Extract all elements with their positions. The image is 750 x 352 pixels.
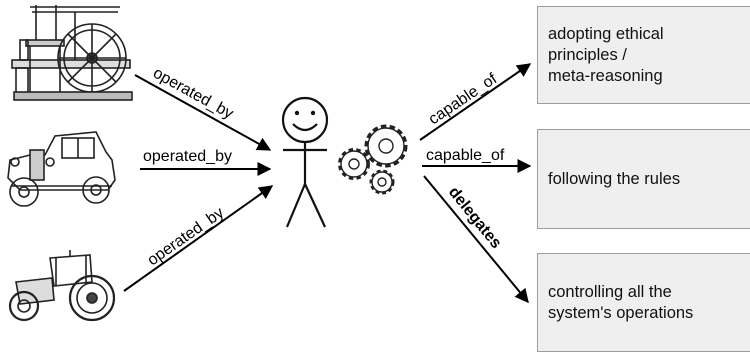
edge-arrows (123, 63, 532, 304)
stick-figure-icon (281, 96, 329, 228)
arrow-operated-by-bottom (123, 185, 274, 292)
edge-label-operated-by-top: operated_by (150, 65, 236, 123)
box-ethical-principles: adopting ethical principles / meta-reaso… (537, 6, 750, 104)
edge-label-delegates: delegates (445, 184, 505, 252)
box-following-rules: following the rules (537, 129, 750, 229)
gears-icon (338, 124, 408, 195)
box-ethical-principles-text: adopting ethical principles / meta-reaso… (548, 24, 664, 85)
tractor-icon (8, 250, 116, 322)
box-controlling-operations: controlling all the system's operations (537, 253, 750, 352)
box-controlling-operations-text: controlling all the system's operations (548, 282, 694, 322)
edge-label-capable-of-middle: capable_of (426, 147, 505, 164)
box-following-rules-text: following the rules (548, 169, 681, 188)
edge-label-operated-by-middle: operated_by (143, 148, 232, 165)
arrow-delegates (423, 175, 529, 304)
edge-label-operated-by-bottom: operated_by (145, 204, 228, 269)
vintage-car-icon (7, 131, 116, 207)
edge-label-capable-of-top: capable_of (426, 70, 501, 128)
arrow-capable-of-top (419, 63, 532, 141)
steam-engine-icon (11, 5, 133, 101)
arrow-operated-by-top (134, 74, 272, 151)
